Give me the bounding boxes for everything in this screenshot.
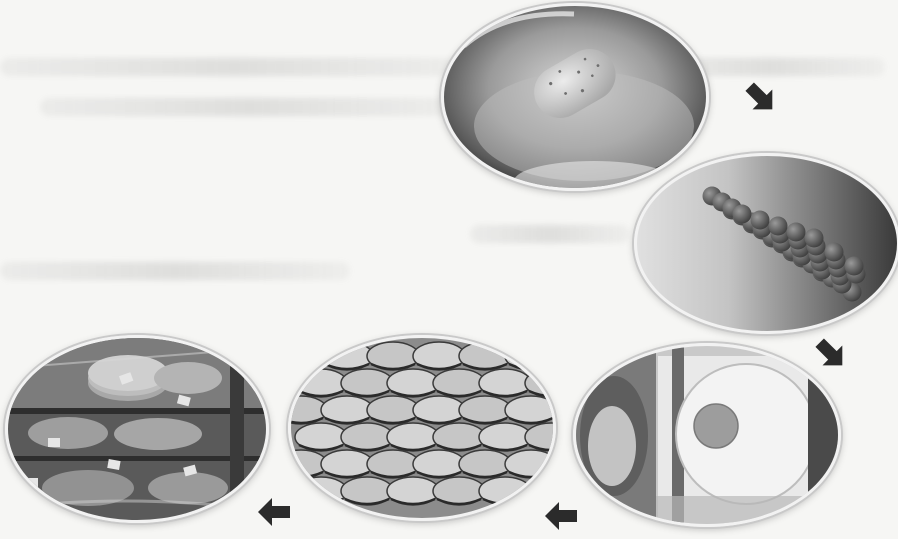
arrow-down-right-icon [743,80,779,116]
faint-background-text [0,262,350,280]
faint-background-text [40,98,460,116]
faint-background-text [0,58,470,76]
pressed-dough-disc-photo [573,343,841,527]
arrow-left-icon [256,494,292,530]
stacked-flatbreads-photo [288,335,556,521]
dough-balls-in-bowl-photo [634,153,898,334]
arrow-down-right-icon [813,336,849,372]
arrow-left-icon [543,498,579,534]
dough-in-bowl-photo [441,3,709,191]
faint-background-text [470,225,630,243]
packaged-flatbreads-photo [5,335,269,523]
